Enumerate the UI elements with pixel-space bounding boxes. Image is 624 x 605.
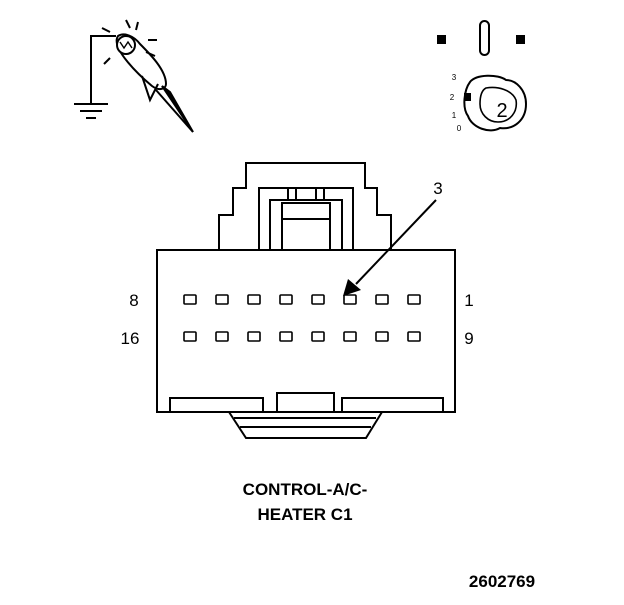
test-light-to-ground-icon <box>74 19 194 133</box>
pin-cavity <box>183 331 197 342</box>
pin-callout-number: 3 <box>433 179 442 198</box>
switch-position-label: 3 <box>452 73 457 82</box>
position-marker <box>464 93 471 101</box>
pin-cavity <box>407 331 421 342</box>
pin-cavity <box>311 331 325 342</box>
pin-cavity <box>215 294 229 305</box>
bottom-row-left-pin-number: 16 <box>121 329 140 348</box>
top-row-right-pin-number: 1 <box>464 291 473 310</box>
pin-cavity <box>375 294 389 305</box>
indicator-right <box>516 35 525 44</box>
connector-housing <box>156 162 456 439</box>
connector-caption-line2: HEATER C1 <box>257 505 352 524</box>
pin-cavity <box>247 294 261 305</box>
top-row-left-pin-number: 8 <box>129 291 138 310</box>
pin-callout-arrow <box>343 199 437 296</box>
switch-position-label: 0 <box>457 124 462 133</box>
pin-row-top <box>183 294 421 305</box>
pin-row-bottom <box>183 331 421 342</box>
key-slot <box>479 20 490 56</box>
pin-cavity <box>311 294 325 305</box>
figure-number: 2602769 <box>469 572 535 591</box>
bottom-row-right-pin-number: 9 <box>464 329 473 348</box>
switch-position-label: 2 <box>450 93 455 102</box>
pin-cavity <box>279 294 293 305</box>
pin-cavity <box>343 294 357 305</box>
pin-cavity <box>247 331 261 342</box>
pin-cavity <box>407 294 421 305</box>
pin-cavity <box>183 294 197 305</box>
switch-position-label: 1 <box>452 111 457 120</box>
pin-cavity <box>279 331 293 342</box>
selected-position-number: 2 <box>496 100 507 122</box>
pin-cavity <box>343 331 357 342</box>
pin-cavity <box>215 331 229 342</box>
ignition-switch-icon: 3 2 1 0 2 <box>437 20 528 133</box>
pin-cavity <box>375 331 389 342</box>
connector-caption-line1: CONTROL-A/C- <box>243 480 368 499</box>
indicator-left <box>437 35 446 44</box>
